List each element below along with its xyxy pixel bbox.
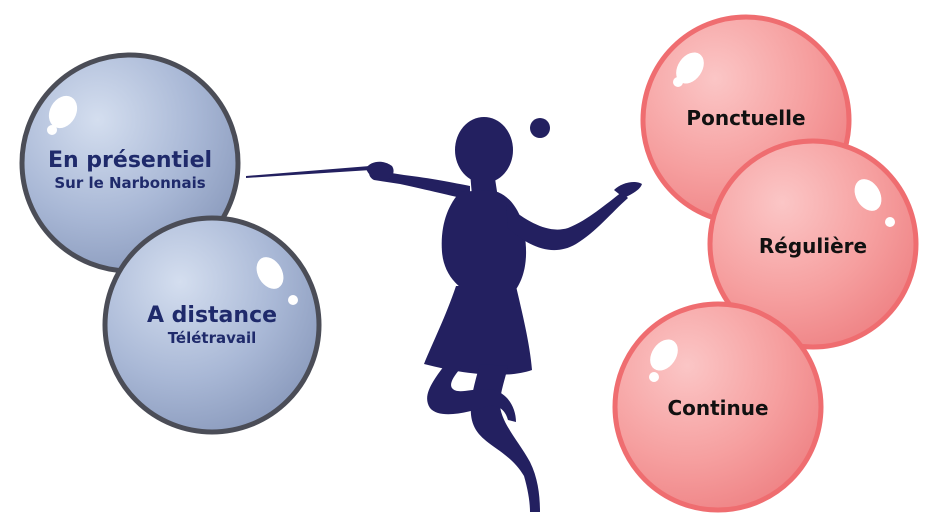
bubble-highlight [256,257,284,289]
bubble-highlight [650,339,678,371]
bubble-a-distance-subtitle: Télétravail [167,329,257,347]
bubble-highlight-dot [47,125,57,135]
bubble-highlight-dot [885,217,895,227]
bubble-highlight-dot [673,77,683,87]
baton-icon [246,166,371,178]
bubble-highlight-dot [288,295,298,305]
bubble-a-distance-title: A distance [146,303,278,328]
bubble-ponctuelle-label: Ponctuelle [686,106,806,130]
bubble-highlight [676,52,704,84]
bubble-en-presentiel-label: En présentiel Sur le Narbonnais [48,148,212,192]
bubble-a-distance [102,215,322,435]
bubble-highlight [48,95,78,129]
bubble-en-presentiel-title: En présentiel [47,148,213,173]
dancer-silhouette-icon [366,117,642,512]
bubble-a-distance-label: A distance Télétravail [147,303,277,347]
bubble-highlight-dot [649,372,659,382]
bubble-en-presentiel [19,52,241,274]
bubble-reguliere [707,138,919,350]
bubble-reguliere-label: Régulière [758,234,868,258]
bubble-highlight [854,179,882,211]
bubble-continue [612,301,824,513]
bubble-en-presentiel-subtitle: Sur le Narbonnais [54,174,206,192]
bubble-continue-label: Continue [667,396,769,420]
